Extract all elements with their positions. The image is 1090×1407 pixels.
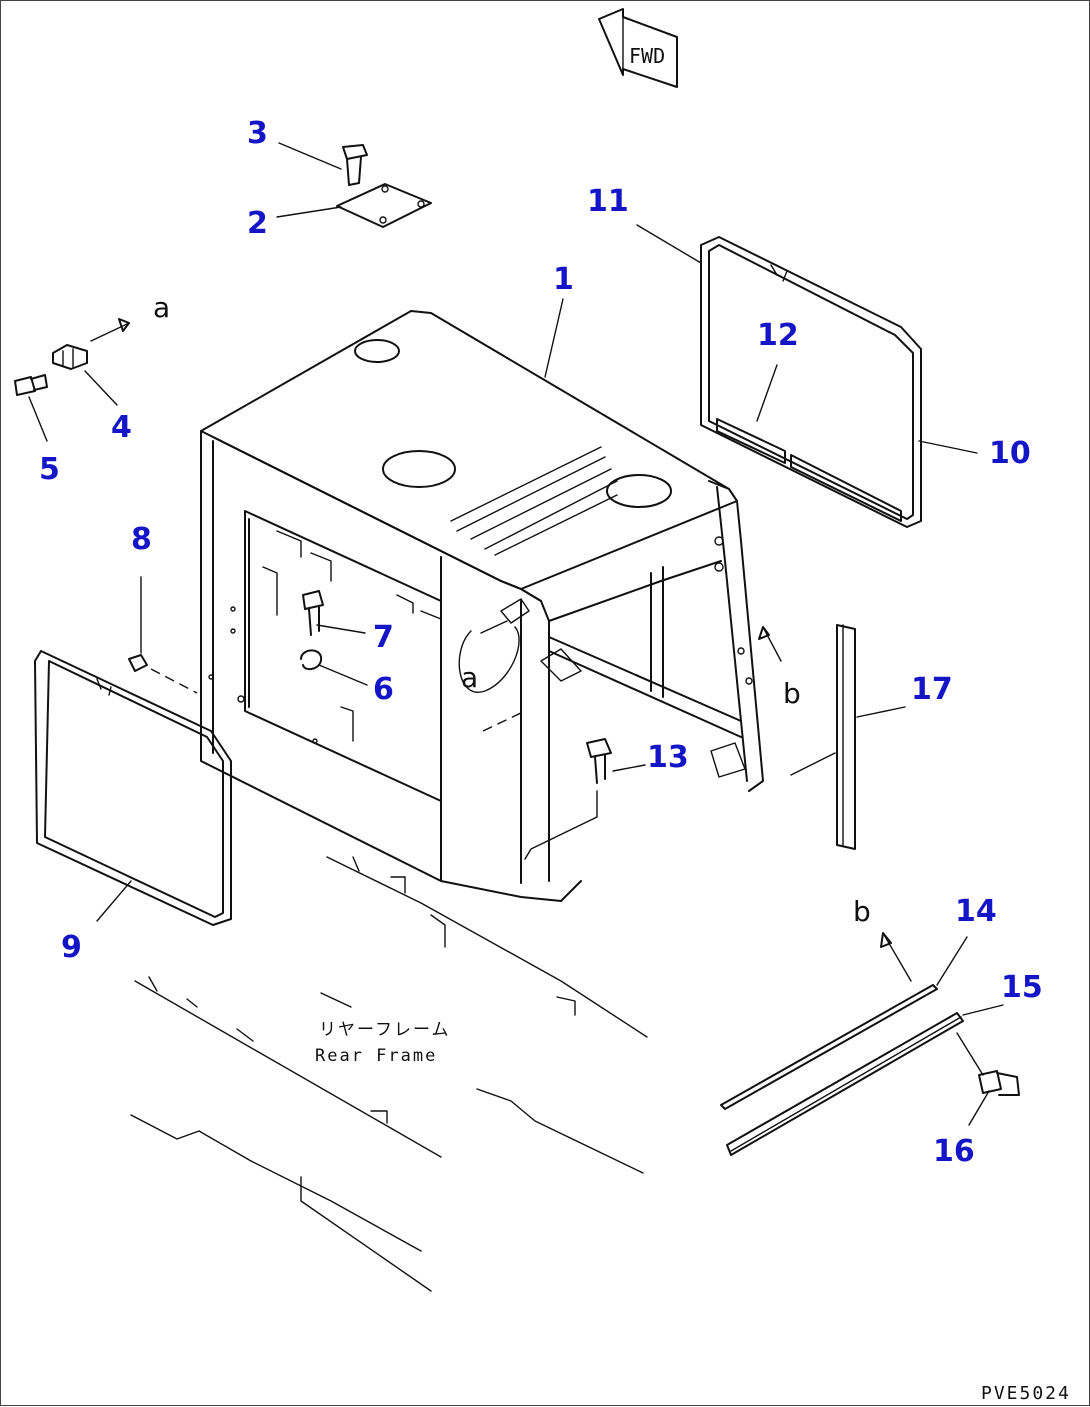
- callout-11: 11: [587, 184, 629, 219]
- bracket-part-4: [52, 344, 88, 370]
- rear-frame-outline: [130, 856, 648, 1292]
- arrow-a-head: [118, 318, 130, 332]
- rear-frame-label-en: Rear Frame: [315, 1046, 437, 1066]
- ref-letter-a-arrow: a: [153, 291, 170, 324]
- callout-13: 13: [647, 740, 689, 775]
- callout-7: 7: [373, 620, 394, 655]
- fwd-label: FWD: [629, 44, 665, 68]
- detail-a-outline: [458, 626, 520, 693]
- rear-frame-label-jp: リヤーフレーム: [319, 1020, 450, 1040]
- callout-4: 4: [111, 410, 132, 445]
- strip-part-14: [720, 984, 938, 1110]
- window-seal-part-9: [34, 650, 232, 926]
- callout-9: 9: [61, 930, 82, 965]
- detail-a-arrow: [480, 620, 508, 634]
- cab-frame-part-1: [200, 310, 764, 902]
- callout-16: 16: [933, 1134, 975, 1169]
- callout-6: 6: [373, 672, 394, 707]
- leader-lines: [28, 142, 1004, 1126]
- callout-5: 5: [39, 452, 60, 487]
- clip-part-6: [300, 649, 323, 671]
- callout-10: 10: [989, 436, 1031, 471]
- strip-part-15: [726, 1012, 964, 1156]
- bolt-part-7: [302, 590, 324, 636]
- callout-15: 15: [1001, 970, 1043, 1005]
- callout-3: 3: [247, 116, 268, 151]
- detail-a-leader: [482, 710, 526, 732]
- ref-letter-a-detail: a: [461, 661, 478, 694]
- bolt-part-16: [978, 1070, 1020, 1096]
- callout-14: 14: [955, 894, 997, 929]
- leader-part-13-path: [524, 790, 598, 860]
- arrow-b-lower-shaft: [882, 932, 912, 982]
- cover-plate-part-2: [336, 183, 432, 228]
- strip-part-17: [836, 624, 856, 850]
- callout-2: 2: [247, 206, 268, 241]
- bolt-part-13: [586, 738, 612, 784]
- arrow-b-upper-shaft: [762, 626, 782, 662]
- fwd-direction-marker: FWD: [598, 8, 678, 88]
- corner-piece-part-12: [716, 418, 902, 522]
- bolt-part-3: [342, 144, 368, 186]
- callout-8: 8: [131, 522, 152, 557]
- leader-part-8-dash: [150, 668, 198, 694]
- bolt-part-5: [14, 374, 48, 396]
- drawing-code: PVE5024: [981, 1383, 1071, 1404]
- arrow-a-shaft: [90, 322, 130, 342]
- arrow-b-upper-head: [758, 626, 770, 640]
- callout-17: 17: [911, 672, 953, 707]
- callout-1: 1: [553, 262, 574, 297]
- ref-letter-b-upper: b: [783, 677, 801, 710]
- nut-part-8: [128, 654, 148, 672]
- callout-12: 12: [757, 318, 799, 353]
- ref-letter-b-lower: b: [853, 895, 871, 928]
- window-seal-part-10: [700, 236, 922, 528]
- arrow-b-lower-head: [880, 932, 892, 948]
